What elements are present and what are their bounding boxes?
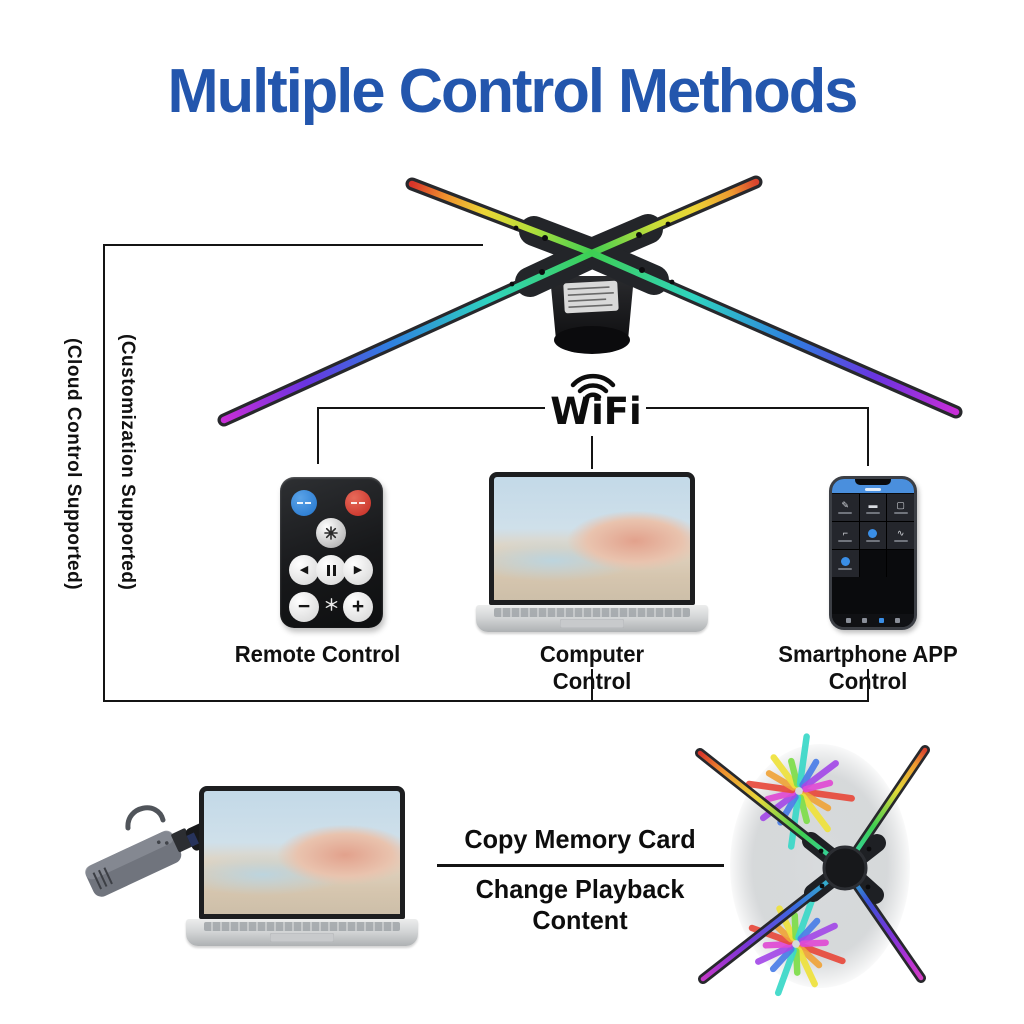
upload-icon	[868, 528, 878, 538]
laptop-keyboard-base	[476, 605, 708, 632]
line-to-remote	[317, 407, 319, 464]
line-from-phone-label	[867, 669, 869, 702]
note-cloud-control: (Cloud Control Supported)	[63, 338, 84, 591]
line-wifi-right	[646, 407, 869, 409]
app-tile-grid: ✎ ▬ ▢ ⌐ ∿	[832, 494, 914, 577]
shape-icon: ▢	[896, 499, 905, 510]
line-left-vertical	[103, 244, 105, 702]
reader-cable	[125, 805, 166, 831]
app-tile: ∿	[887, 522, 914, 549]
text-icon: ▬	[868, 499, 878, 510]
app-tile: ⌐	[832, 522, 859, 549]
previous-icon: ◀	[299, 563, 309, 576]
smartphone-device: ✎ ▬ ▢ ⌐ ∿	[829, 476, 917, 630]
cloud-icon	[840, 556, 850, 566]
laptop-keyboard	[204, 922, 400, 931]
tool-icon: ⌐	[842, 527, 848, 538]
next-icon: ▶	[353, 563, 363, 576]
note-customization: (Customization Supported)	[117, 334, 138, 591]
memory-card-line2: Change Playback Content	[475, 874, 685, 935]
memory-card-line1: Copy Memory Card	[464, 824, 696, 854]
app-tile: ▬	[859, 494, 887, 521]
line-to-laptop	[591, 436, 593, 469]
fan-icon	[324, 526, 338, 540]
hologram-starburst-bottom	[748, 892, 846, 997]
app-tile	[859, 522, 887, 549]
laptop-computer-control	[476, 472, 708, 632]
settings-icon	[895, 618, 901, 623]
laptop-touchpad	[270, 933, 334, 942]
hologram-fan-display	[695, 733, 930, 997]
app-tile: ✎	[832, 494, 859, 521]
app-tile: ▢	[887, 494, 914, 521]
line-to-phone	[867, 407, 869, 466]
fan-motor-hub	[822, 845, 868, 891]
line-fan-to-left	[103, 244, 483, 246]
hub-screws	[509, 221, 675, 287]
pause-button	[316, 555, 346, 585]
laptop-copy-memory-card	[186, 786, 418, 946]
minus-button: −	[289, 592, 319, 622]
app-tile	[832, 550, 859, 577]
line-wifi-left	[318, 407, 545, 409]
control-icon	[878, 618, 884, 623]
next-button: ▶	[343, 555, 373, 585]
app-bottom-nav	[832, 614, 914, 627]
line-bottom-horizontal	[103, 700, 869, 702]
plus-icon: +	[351, 595, 365, 618]
mode-button	[345, 490, 371, 516]
hologram-fan-device	[217, 175, 963, 427]
laptop-screen-wallpaper	[489, 472, 695, 605]
remote-control-device: ◀ ▶ − +	[280, 477, 383, 628]
fan-base	[550, 276, 634, 354]
home-icon	[845, 618, 851, 623]
library-icon	[862, 618, 868, 623]
laptop-touchpad	[560, 619, 624, 628]
wifi-label: WiFi	[550, 390, 642, 433]
plus-button: +	[343, 592, 373, 622]
label-remote-control: Remote Control	[234, 641, 401, 667]
pause-icon	[326, 564, 336, 576]
page-title: Multiple Control Methods	[167, 57, 859, 126]
app-header-bar	[832, 479, 914, 493]
audio-icon: ∿	[896, 527, 905, 538]
hologram-starburst-top	[745, 733, 855, 850]
previous-button: ◀	[289, 555, 319, 585]
power-button	[291, 490, 317, 516]
laptop-keyboard-base	[186, 919, 418, 946]
minus-icon: −	[297, 595, 311, 618]
label-smartphone-app-control: Smartphone APP Control	[778, 641, 958, 694]
line-from-computer-label	[591, 669, 593, 702]
memory-card-divider	[437, 864, 724, 867]
laptop-keyboard	[494, 608, 690, 617]
light-icon	[325, 598, 338, 611]
wifi-signal-icon	[570, 373, 616, 398]
fan-button	[316, 518, 346, 548]
laptop-screen-wallpaper	[199, 786, 405, 919]
label-computer-control: Computer Control	[539, 641, 645, 694]
phone-notch	[855, 479, 891, 485]
smartphone-app-screen: ✎ ▬ ▢ ⌐ ∿	[832, 479, 914, 627]
edit-icon: ✎	[841, 499, 850, 510]
